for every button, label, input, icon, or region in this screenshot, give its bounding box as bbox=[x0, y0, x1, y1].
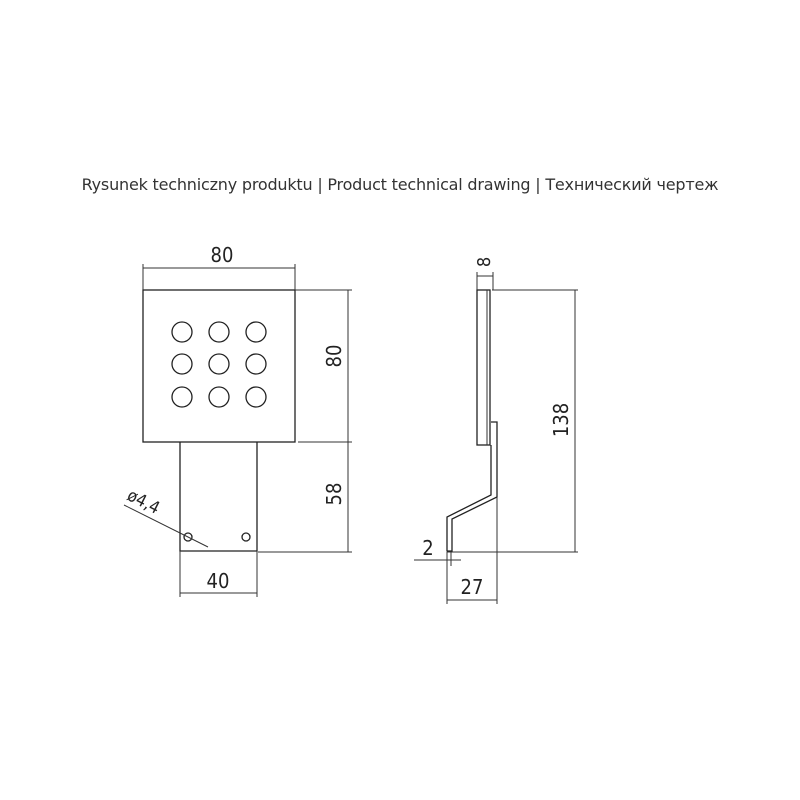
side-view: 8 138 2 27 bbox=[414, 257, 578, 604]
dim-width-80: 80 bbox=[211, 243, 234, 267]
mounting-bracket-front bbox=[179, 442, 258, 552]
led-circle bbox=[208, 321, 230, 343]
led-circle bbox=[245, 353, 267, 375]
mounting-hole bbox=[241, 532, 251, 542]
dim-depth-27: 27 bbox=[461, 575, 484, 599]
dim-height-80: 80 bbox=[322, 345, 346, 368]
dim-hole-diameter: ø4,4 bbox=[124, 486, 163, 519]
mounting-bracket-side bbox=[446, 421, 498, 552]
mounting-hole bbox=[183, 532, 193, 542]
led-circle bbox=[171, 386, 193, 408]
led-circle bbox=[208, 353, 230, 375]
dim-thickness-8: 8 bbox=[474, 257, 495, 267]
led-circle bbox=[245, 386, 267, 408]
led-circle bbox=[171, 353, 193, 375]
drawing-title: Rysunek techniczny produktu | Product te… bbox=[81, 175, 719, 194]
lamp-body-side bbox=[476, 289, 491, 446]
led-circle bbox=[245, 321, 267, 343]
dim-bracket-40: 40 bbox=[207, 569, 230, 593]
led-circle bbox=[171, 321, 193, 343]
dim-bracket-58: 58 bbox=[322, 483, 346, 506]
led-grid bbox=[171, 321, 267, 408]
front-view: 80 80 58 40 ø4,4 bbox=[124, 243, 352, 597]
led-circle bbox=[208, 386, 230, 408]
dim-height-138: 138 bbox=[549, 403, 573, 437]
dim-sheet-2: 2 bbox=[422, 536, 433, 560]
lamp-body-front bbox=[142, 289, 296, 443]
